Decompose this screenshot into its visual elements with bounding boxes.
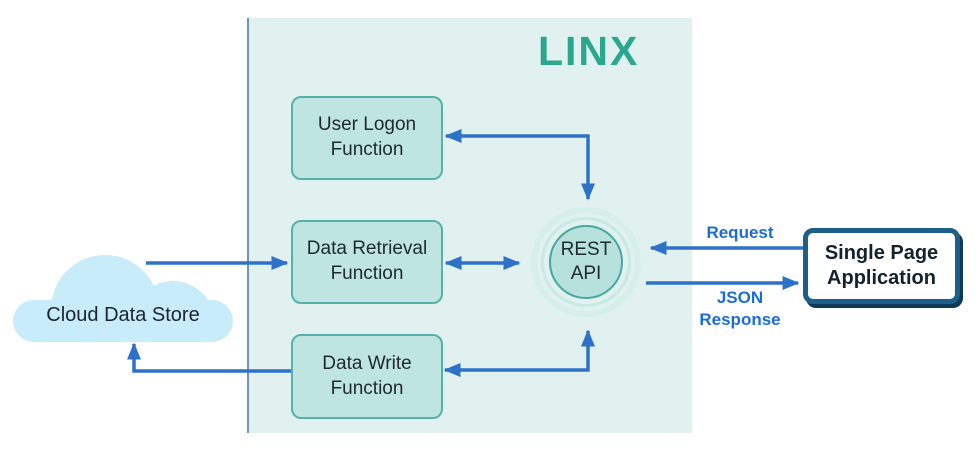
- node-rest-api[interactable]: REST API: [549, 225, 623, 299]
- node-label: REST API: [560, 239, 612, 284]
- linx-logo: LINX: [538, 28, 640, 74]
- node-label: Single Page Application: [824, 242, 939, 289]
- node-label: Data Write Function: [322, 352, 412, 399]
- cloud-shape: [13, 300, 233, 342]
- node-label: User Logon Function: [317, 114, 417, 160]
- edge-label-request: Request: [706, 223, 774, 242]
- edge-label-json-response: JSON Response: [699, 288, 781, 330]
- node-data-write-function[interactable]: Data Write Function: [291, 334, 443, 419]
- node-label: Cloud Data Store: [46, 304, 200, 326]
- node-label: Data Retrieval Function: [306, 238, 428, 284]
- node-data-retrieval-function[interactable]: Data Retrieval Function: [291, 220, 443, 304]
- node-user-logon-function[interactable]: User Logon Function: [291, 96, 443, 180]
- node-cloud-data-store[interactable]: Cloud Data Store: [13, 253, 233, 342]
- node-single-page-application[interactable]: Single Page Application: [803, 228, 960, 304]
